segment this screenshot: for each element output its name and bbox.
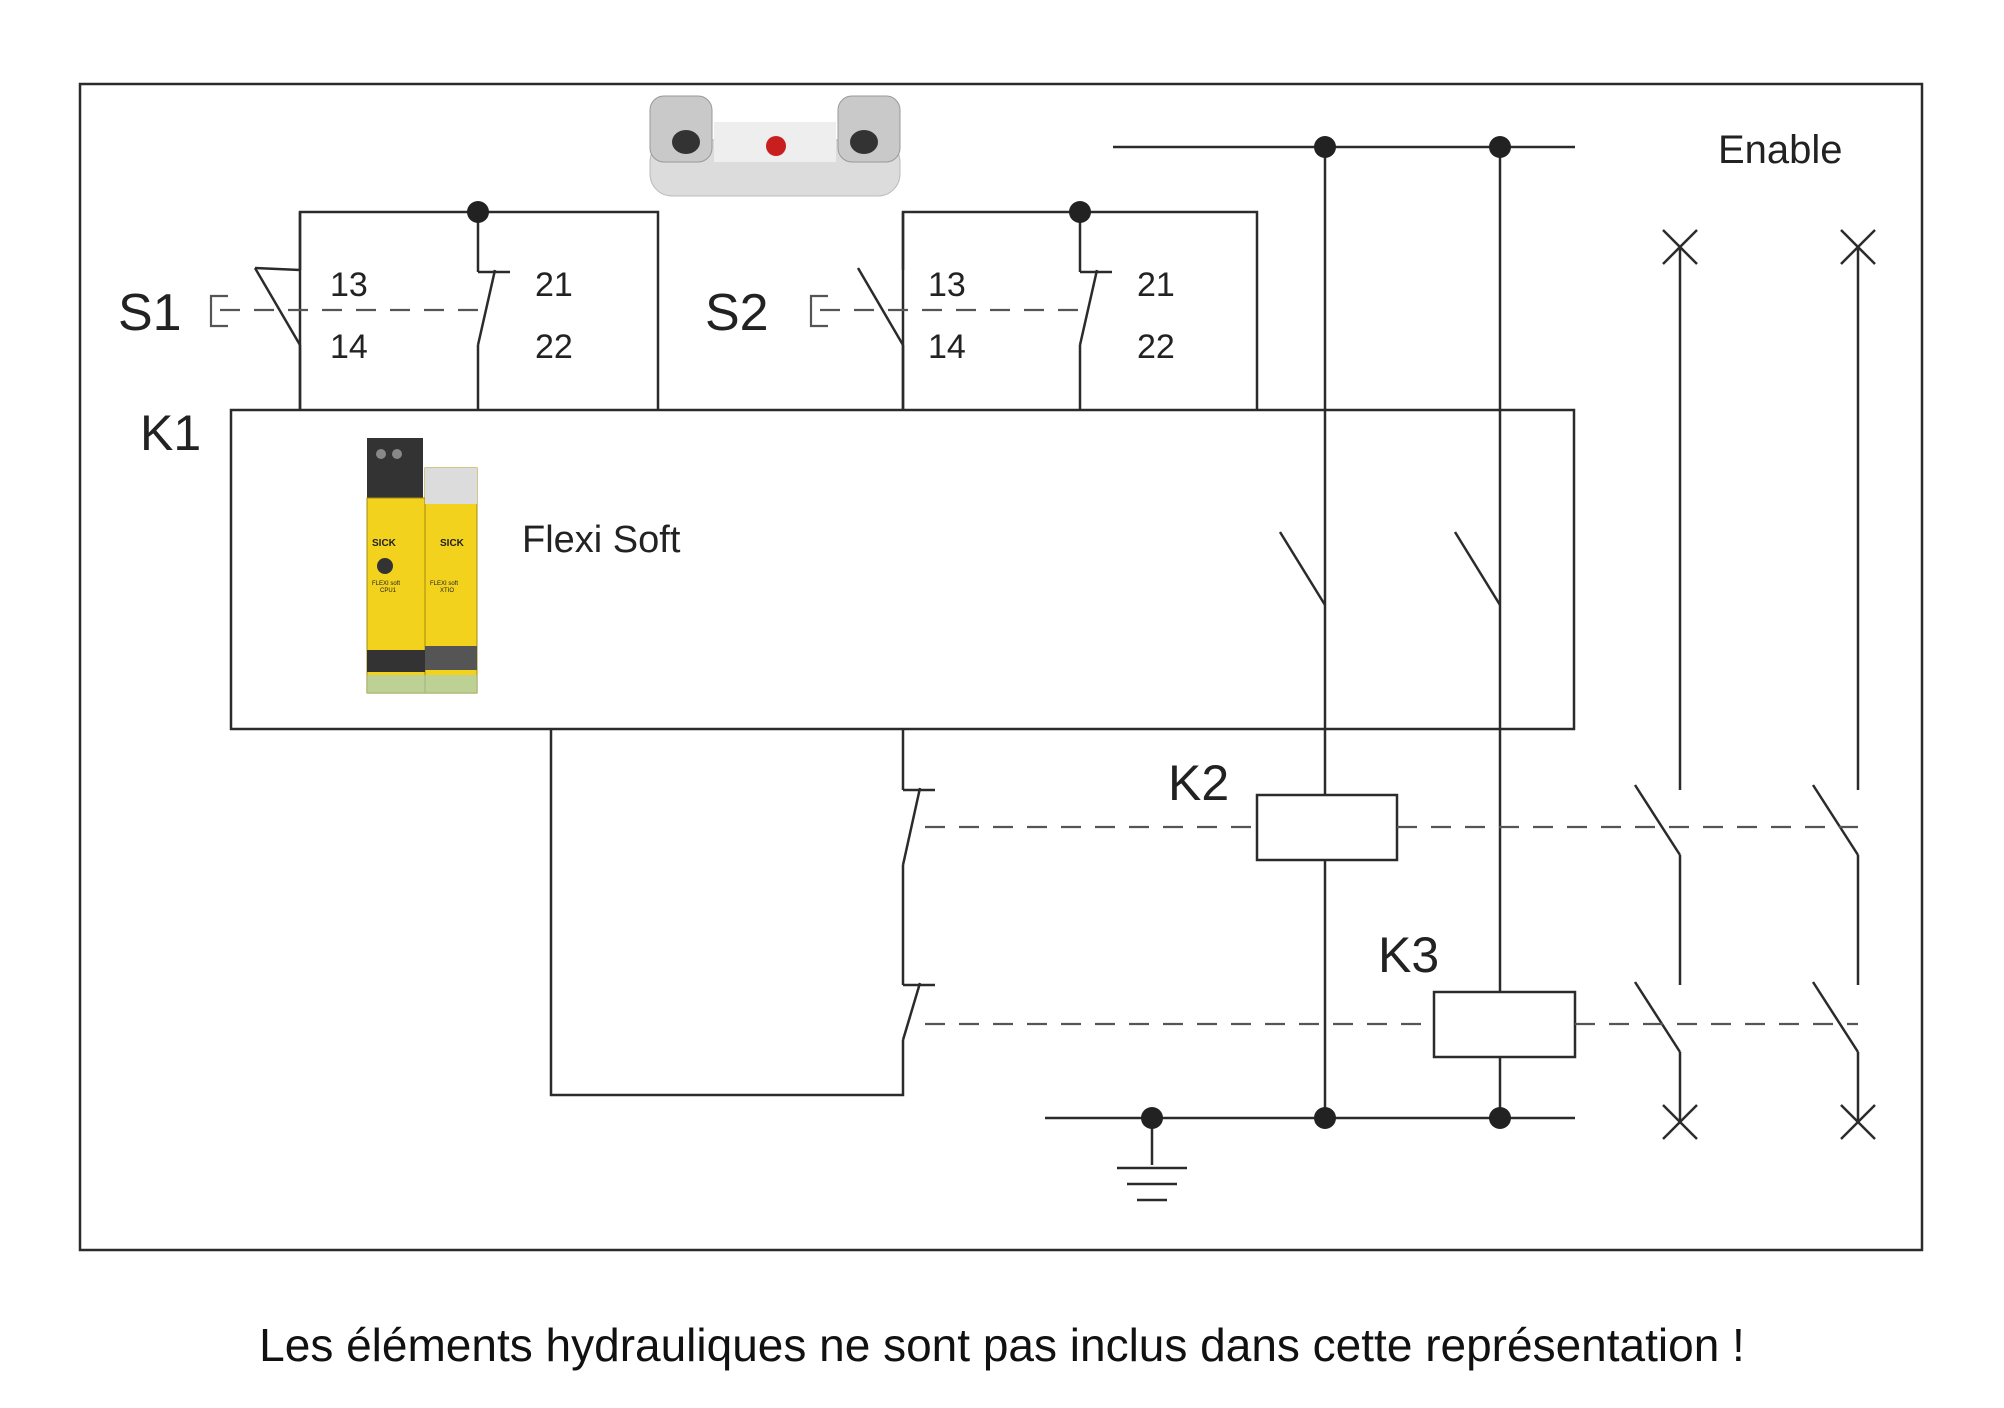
k3-enable-contact-2 bbox=[1811, 981, 1860, 1053]
enable-label: Enable bbox=[1718, 128, 1843, 172]
caption: Les éléments hydrauliques ne sont pas in… bbox=[259, 1319, 1745, 1371]
s2-terminal-13: 13 bbox=[928, 266, 966, 304]
cpu-brand: SICK bbox=[372, 538, 397, 549]
k3-coil bbox=[1432, 990, 1577, 1059]
s2-actuator bbox=[809, 294, 828, 328]
s1-terminal-21: 21 bbox=[535, 266, 573, 304]
stop-button-icon bbox=[766, 136, 786, 156]
s1-actuator bbox=[209, 294, 228, 328]
s1-contact1-blade bbox=[254, 266, 301, 272]
ground-junction bbox=[1141, 1107, 1163, 1129]
k1-contact1-blade bbox=[1278, 531, 1327, 606]
cpu-name: FLEXI soft bbox=[372, 581, 400, 587]
xtio-name: FLEXI soft bbox=[430, 581, 458, 587]
top-rail-junction-1 bbox=[1314, 136, 1336, 158]
flexi-soft-label: Flexi Soft bbox=[522, 519, 681, 561]
k2-label: K2 bbox=[1168, 755, 1229, 811]
s1-terminal-13: 13 bbox=[330, 266, 368, 304]
bottom-rail-junction-1 bbox=[1314, 1107, 1336, 1129]
k2-aux-blade bbox=[901, 787, 922, 866]
k3-aux-blade bbox=[901, 982, 922, 1041]
s1-contact2-blade bbox=[476, 269, 497, 346]
top-rail-junction-2 bbox=[1489, 136, 1511, 158]
k3-enable-contact-1 bbox=[1633, 981, 1682, 1053]
s2-contact2-blade bbox=[1078, 269, 1099, 346]
flexi-soft-module: SICK FLEXI soft CPU1 SICK FLEXI soft XTI… bbox=[366, 438, 478, 694]
k2-enable-contact-1 bbox=[1633, 784, 1682, 856]
k1-label: K1 bbox=[140, 405, 201, 461]
k2-enable-contact-2 bbox=[1811, 784, 1860, 856]
xtio-brand: SICK bbox=[440, 538, 465, 549]
s2-terminal-21: 21 bbox=[1137, 266, 1175, 304]
two-hand-control-device bbox=[649, 95, 901, 197]
s2-terminal-14: 14 bbox=[928, 328, 966, 366]
s2-label: S2 bbox=[705, 284, 769, 342]
s1-terminal-14: 14 bbox=[330, 328, 368, 366]
s1-terminal-22: 22 bbox=[535, 328, 573, 366]
s1-label: S1 bbox=[118, 284, 182, 342]
bottom-rail-junction-2 bbox=[1489, 1107, 1511, 1129]
diagram-frame bbox=[78, 82, 1924, 1252]
k3-label: K3 bbox=[1378, 927, 1439, 983]
k1-contact2-blade bbox=[1453, 531, 1502, 606]
k2-coil bbox=[1255, 793, 1399, 862]
s2-contact1-blade bbox=[856, 267, 905, 346]
k1-feedback-loop bbox=[549, 729, 905, 1097]
s1-junction bbox=[467, 201, 489, 223]
s1-contact1-blade-2 bbox=[253, 267, 302, 346]
s2-terminal-22: 22 bbox=[1137, 328, 1175, 366]
xtio-model: XTIO bbox=[440, 588, 454, 594]
cpu-model: CPU1 bbox=[380, 588, 397, 594]
s2-junction bbox=[1069, 201, 1091, 223]
